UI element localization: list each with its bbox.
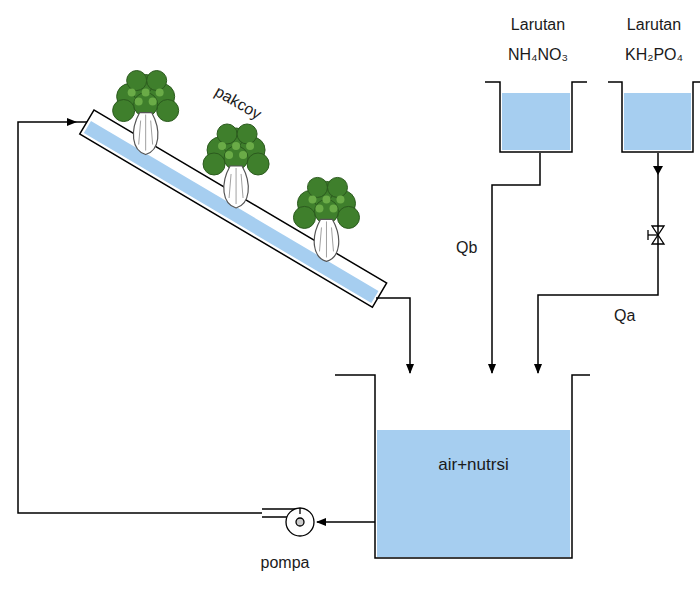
node-label: Larutan NH₄NO₃	[497, 10, 579, 70]
node-label: pompa	[250, 548, 320, 578]
pipe-connector	[18, 122, 262, 513]
tank-liquid	[624, 93, 691, 150]
tank-wall	[485, 82, 587, 152]
reservoir-wall	[335, 375, 590, 558]
flow-label: Qa	[612, 306, 637, 326]
flow-label: Qb	[454, 238, 479, 258]
valve-symbol	[648, 226, 664, 244]
hydroponic-tray: pakcoy	[76, 70, 388, 325]
reservoir-tank: air+nutrsi	[375, 375, 572, 559]
pump: pompa	[262, 500, 317, 582]
tray-inlet	[76, 121, 87, 123]
pakcoy-plant	[113, 71, 179, 155]
tank-wall	[608, 82, 700, 152]
node-label: Larutan KH₂PO₄	[613, 10, 695, 70]
pipe-connector	[317, 521, 375, 523]
tank-liquid	[502, 93, 570, 150]
pump-symbol	[262, 508, 314, 536]
pipe-connector	[538, 153, 658, 373]
solution-tank: Larutan KH₂PO₄	[608, 10, 698, 153]
solution-tank: Larutan NH₄NO₃	[485, 10, 590, 153]
tray-water	[84, 121, 379, 303]
reservoir-water	[377, 430, 570, 557]
tray	[80, 110, 387, 307]
node-label: pakcoy	[196, 70, 280, 136]
pipe-connector	[388, 298, 410, 373]
tray-outlet	[376, 297, 388, 299]
pakcoy-plant	[203, 124, 269, 208]
pipe-connector	[492, 153, 540, 373]
node-label: air+nutrsi	[395, 450, 552, 480]
pakcoy-plant	[293, 177, 359, 261]
